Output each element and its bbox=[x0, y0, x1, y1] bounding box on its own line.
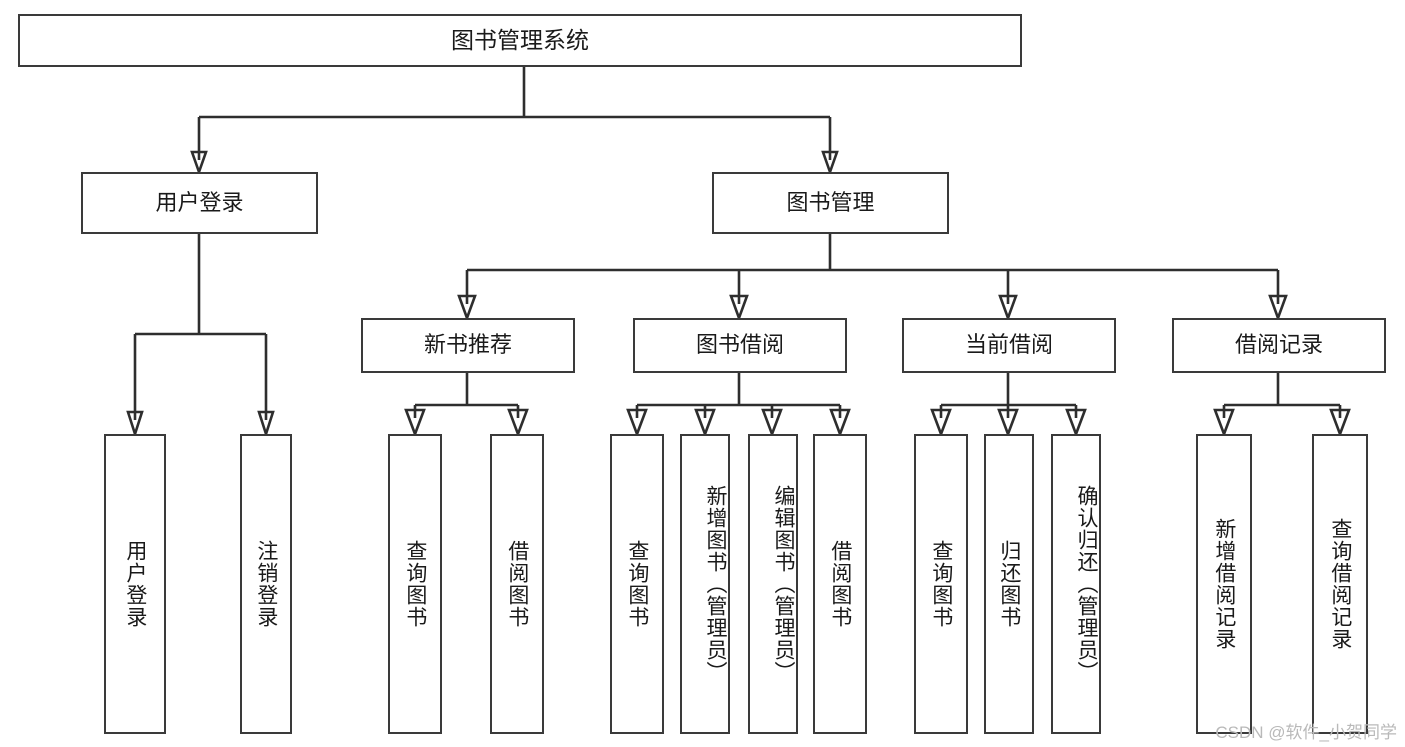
node-borrow-record[interactable]: 借阅记录 bbox=[1172, 318, 1386, 373]
leaf-book-borrow-add-admin[interactable]: 新增图书（管理员） bbox=[680, 434, 730, 734]
node-book-borrow[interactable]: 图书借阅 bbox=[633, 318, 847, 373]
node-label: 查询图书 bbox=[625, 540, 649, 628]
node-label: 用户登录 bbox=[123, 540, 147, 628]
node-label: 当前借阅 bbox=[964, 332, 1053, 358]
node-label: 新增图书（管理员） bbox=[704, 485, 727, 683]
node-label: 图书管理 bbox=[786, 189, 875, 215]
leaf-current-borrow-return[interactable]: 归还图书 bbox=[984, 434, 1034, 734]
node-label: 借阅图书 bbox=[828, 540, 852, 628]
node-label: 查询借阅记录 bbox=[1328, 518, 1352, 650]
leaf-current-borrow-query[interactable]: 查询图书 bbox=[914, 434, 968, 734]
node-label: 用户登录 bbox=[155, 189, 244, 215]
node-label: 注销登录 bbox=[254, 540, 278, 628]
leaf-user-login-signin[interactable]: 用户登录 bbox=[104, 434, 166, 734]
node-label: 图书管理系统 bbox=[451, 26, 589, 53]
leaf-current-borrow-confirm-admin[interactable]: 确认归还（管理员） bbox=[1051, 434, 1101, 734]
node-label: 新增借阅记录 bbox=[1212, 518, 1236, 650]
leaf-new-book-query[interactable]: 查询图书 bbox=[388, 434, 442, 734]
leaf-book-borrow-query[interactable]: 查询图书 bbox=[610, 434, 664, 734]
node-label: 编辑图书（管理员） bbox=[772, 485, 795, 683]
node-label: 确认归还（管理员） bbox=[1075, 485, 1098, 683]
node-label: 图书借阅 bbox=[695, 332, 784, 358]
node-label: 新书推荐 bbox=[423, 332, 512, 358]
node-user-login[interactable]: 用户登录 bbox=[81, 172, 318, 234]
leaf-user-login-signout[interactable]: 注销登录 bbox=[240, 434, 292, 734]
leaf-new-book-borrow[interactable]: 借阅图书 bbox=[490, 434, 544, 734]
leaf-book-borrow-edit-admin[interactable]: 编辑图书（管理员） bbox=[748, 434, 798, 734]
node-root-system[interactable]: 图书管理系统 bbox=[18, 14, 1022, 67]
node-label: 归还图书 bbox=[997, 540, 1021, 628]
node-label: 查询图书 bbox=[403, 540, 427, 628]
node-current-borrow[interactable]: 当前借阅 bbox=[902, 318, 1116, 373]
node-new-book-recommend[interactable]: 新书推荐 bbox=[361, 318, 575, 373]
node-book-management[interactable]: 图书管理 bbox=[712, 172, 949, 234]
node-label: 借阅图书 bbox=[505, 540, 529, 628]
node-label: 借阅记录 bbox=[1234, 332, 1323, 358]
leaf-book-borrow-borrow[interactable]: 借阅图书 bbox=[813, 434, 867, 734]
node-label: 查询图书 bbox=[929, 540, 953, 628]
leaf-borrow-record-query[interactable]: 查询借阅记录 bbox=[1312, 434, 1368, 734]
leaf-borrow-record-add[interactable]: 新增借阅记录 bbox=[1196, 434, 1252, 734]
